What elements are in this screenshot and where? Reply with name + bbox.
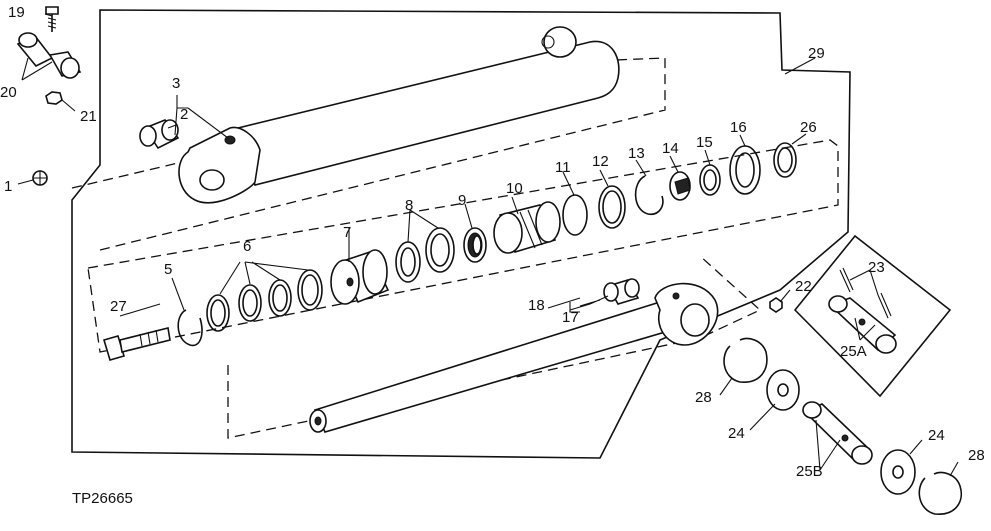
callout-10: 10: [506, 180, 523, 197]
pins-20: [16, 32, 82, 79]
callout-19: 19: [8, 4, 25, 21]
ring-14: [669, 171, 691, 201]
callout-25A: 25A: [840, 343, 867, 360]
ring-26: [773, 142, 797, 178]
nut-22: [769, 297, 783, 313]
callout-1: 1: [4, 178, 12, 195]
callout-3: 3: [172, 75, 180, 92]
bolt-27: [103, 327, 171, 361]
screw-19: [45, 6, 59, 32]
snap-ring-28a: [723, 337, 768, 383]
callout-labels: 19 20 21 1 2 3 5 6 7 8 9 10 11 12 13 14 …: [0, 4, 985, 507]
piston-10: [493, 201, 561, 254]
ring-11: [562, 194, 588, 236]
callout-14: 14: [662, 140, 679, 157]
callout-15: 15: [696, 134, 713, 151]
callout-29: 29: [808, 45, 825, 62]
callout-11: 11: [555, 159, 571, 176]
callout-5: 5: [164, 261, 172, 278]
cylinder-head-7: [330, 249, 390, 305]
callout-20: 20: [0, 84, 17, 101]
callout-6: 6: [243, 238, 251, 255]
pin-25A: [828, 295, 897, 354]
washer-24a: [766, 369, 800, 411]
ring-15: [699, 164, 721, 196]
piston-rod-18: [309, 282, 719, 433]
pin-25B: [802, 401, 873, 465]
washer-24b: [880, 449, 916, 495]
callout-7: 7: [343, 224, 351, 241]
figure-code: TP26665: [72, 490, 133, 507]
spring-pins-23: [839, 267, 892, 319]
callout-25B: 25B: [796, 463, 823, 480]
bushing-17: [603, 278, 640, 305]
callout-17: 17: [562, 309, 579, 326]
nut-21: [45, 91, 63, 105]
ring-16: [729, 145, 761, 195]
pin-group-box: [793, 234, 952, 398]
callout-8: 8: [405, 197, 413, 214]
callout-24b: 24: [928, 427, 945, 444]
callout-23: 23: [868, 259, 885, 276]
callout-26: 26: [800, 119, 817, 136]
callout-27: 27: [110, 298, 127, 315]
seals-dashed-box: [87, 139, 839, 353]
snap-ring-5: [177, 309, 203, 347]
seal-rings-6: [206, 269, 323, 332]
callout-28b: 28: [968, 447, 985, 464]
callout-16: 16: [730, 119, 747, 136]
rings-8: [395, 227, 455, 283]
callout-12: 12: [592, 153, 609, 170]
callout-9: 9: [458, 192, 466, 209]
snap-ring-28b: [918, 471, 962, 515]
callout-13: 13: [628, 145, 645, 162]
callout-22: 22: [795, 278, 812, 295]
callout-28a: 28: [695, 389, 712, 406]
callout-24a: 24: [728, 425, 745, 442]
grease-fitting-1: [32, 170, 48, 186]
callout-18: 18: [528, 297, 545, 314]
cylinder-barrel: [178, 26, 620, 204]
callout-2: 2: [180, 106, 188, 123]
leader-lines: [17, 13, 959, 477]
kit-outline: [71, 9, 851, 459]
ring-12: [598, 185, 626, 229]
ring-9: [463, 227, 487, 263]
bushing-2: [139, 119, 180, 150]
callout-21: 21: [80, 108, 97, 125]
snap-ring-13: [634, 175, 664, 215]
rod-dashed-box: [227, 255, 762, 439]
